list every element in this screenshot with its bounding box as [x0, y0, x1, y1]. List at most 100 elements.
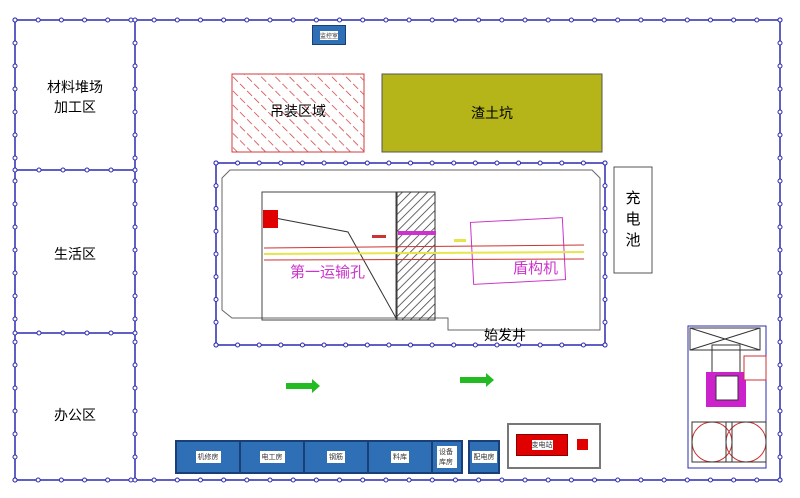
fence-post: [213, 206, 219, 211]
charging-station: [613, 166, 653, 274]
fence-post: [499, 477, 505, 483]
building-label: 配电房: [471, 451, 497, 463]
fence-post: [684, 17, 690, 23]
fence-post: [661, 17, 667, 23]
fence-post: [244, 17, 250, 23]
shaft-wall: [396, 191, 436, 321]
fence-post: [213, 228, 219, 234]
fence-post: [132, 40, 138, 46]
fence-post: [494, 160, 500, 166]
fence-post: [132, 293, 138, 299]
fence-post: [197, 477, 203, 483]
fence-post: [132, 167, 138, 173]
fence-post: [132, 339, 138, 345]
fence-post: [777, 224, 783, 230]
fence-post: [244, 477, 250, 483]
fence-post: [754, 17, 760, 23]
fence-post: [132, 385, 138, 391]
fence-post: [108, 167, 114, 173]
fence-post: [12, 408, 18, 414]
fence-post: [108, 330, 114, 336]
fence-post: [777, 63, 783, 69]
building: 电工房: [239, 440, 305, 474]
direction-arrow: [286, 379, 320, 393]
fence-post: [602, 297, 608, 302]
fence-post: [777, 86, 783, 92]
fence-post: [82, 477, 88, 483]
fence-post: [213, 297, 219, 302]
fence-post: [537, 342, 543, 348]
fence-post: [777, 339, 783, 345]
fence-post: [132, 109, 138, 115]
fence-post: [499, 17, 505, 23]
material-yard-label: 材料堆场 加工区: [47, 80, 103, 116]
fence-post: [132, 477, 138, 483]
fence-post: [408, 342, 413, 348]
fence-post: [777, 362, 783, 368]
fence-post: [568, 477, 574, 483]
fence-post: [132, 201, 138, 207]
fence-post: [313, 17, 319, 23]
fence-post: [580, 160, 586, 166]
fence-post: [364, 342, 370, 348]
substation: 变电站: [516, 434, 568, 456]
building-label: 钢筋: [327, 451, 345, 463]
fence-post: [132, 408, 138, 414]
fence-post: [364, 160, 370, 166]
fence-post: [132, 155, 138, 161]
fence-post: [476, 17, 482, 23]
lifting-area-label: 吊装区域: [270, 104, 326, 120]
fence-post: [82, 17, 88, 23]
fence-post: [132, 431, 138, 437]
fence-post: [707, 17, 713, 23]
fence-post: [12, 270, 18, 276]
building-label: 设备库房: [437, 446, 457, 468]
fence-post: [213, 319, 219, 325]
fence-post: [12, 477, 18, 483]
fence-post: [321, 160, 327, 166]
fence-post: [516, 160, 522, 166]
fence-post: [452, 17, 458, 23]
fence-post: [174, 17, 180, 23]
fence-post: [522, 17, 528, 23]
fence-post: [267, 17, 273, 23]
fence-post: [132, 132, 138, 138]
fence-post: [12, 86, 18, 92]
fence-post: [429, 160, 435, 166]
fence-post: [58, 477, 64, 483]
fence-post: [476, 477, 482, 483]
fence-post: [406, 477, 412, 483]
fence-post: [12, 155, 18, 161]
building: 配电房: [468, 440, 500, 474]
fence-post: [12, 63, 18, 69]
fence-post: [602, 183, 608, 189]
muck-pit: [381, 73, 603, 153]
fence-post: [516, 342, 522, 348]
building: 料库: [367, 440, 433, 474]
fence-post: [545, 477, 551, 483]
fence-post: [777, 109, 783, 115]
fence-post: [386, 342, 392, 348]
fence-post: [731, 477, 737, 483]
fence-post: [256, 160, 262, 166]
launch-shaft-label: 始发井: [484, 328, 526, 344]
building-label: 电工房: [259, 451, 285, 463]
fence-post: [777, 247, 783, 253]
fence-post: [568, 17, 574, 23]
fence-post: [128, 477, 134, 483]
fence-post: [321, 342, 327, 348]
living-area-label: 生活区: [54, 247, 96, 263]
transport-hole-label: 第一运输孔: [290, 263, 366, 281]
fence-post: [429, 17, 435, 23]
fence-post: [638, 477, 644, 483]
fence-post: [36, 167, 42, 173]
fence-post: [132, 270, 138, 276]
fence-post: [386, 160, 392, 166]
building: 设备库房: [431, 440, 463, 474]
fence-post: [494, 342, 500, 348]
fence-post: [213, 160, 219, 166]
fence-post: [12, 385, 18, 391]
fence-post: [105, 17, 111, 23]
fence-post: [151, 477, 157, 483]
fence-post: [299, 160, 305, 166]
